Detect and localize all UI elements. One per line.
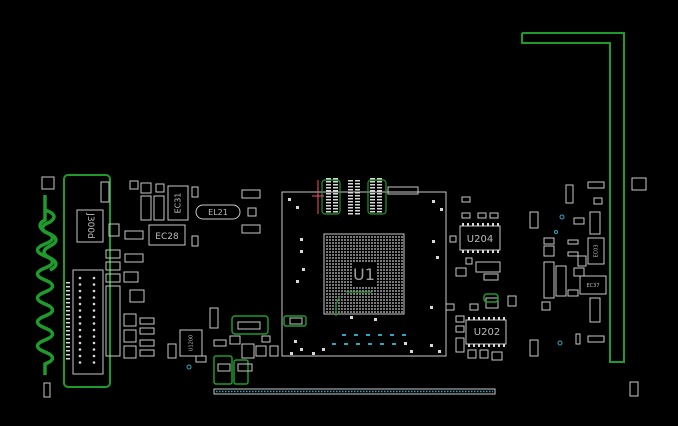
connector-j300d: J300d [66, 209, 104, 375]
edge-connector-strip [213, 388, 496, 395]
svg-text:U202: U202 [474, 327, 500, 338]
component-u204: U204 [459, 223, 501, 253]
u202-trace-ring [483, 293, 499, 303]
component-el21: EL21 [195, 204, 241, 220]
svg-text:EC28: EC28 [155, 232, 179, 242]
svg-text:EC37: EC37 [586, 283, 599, 289]
far-right-components [529, 177, 647, 397]
bottom-left-passives [213, 317, 303, 372]
component-ec03: EC03 [594, 244, 600, 257]
svg-text:EL21: EL21 [208, 208, 228, 217]
left-passives [41, 176, 177, 398]
svg-text:EC03: EC03 [594, 244, 600, 257]
right-passives [445, 196, 517, 361]
bottom-left-traces [213, 315, 307, 385]
far-right-vias [186, 214, 565, 370]
j300d-label: J300d [85, 212, 95, 239]
board-edge-trace [521, 32, 625, 363]
component-ec28: EC28 [148, 224, 186, 246]
u1-label: U1 [353, 265, 375, 284]
svg-text:U204: U204 [467, 234, 493, 245]
antenna-keepout [63, 174, 111, 388]
component-u1200: U1200 [179, 329, 203, 357]
component-ec31: EC31 [167, 185, 189, 221]
component-ec37: EC37 [586, 283, 599, 289]
mid-passives [129, 180, 261, 363]
svg-text:EC31: EC31 [174, 193, 183, 214]
component-u202: U202 [465, 317, 507, 347]
antenna-meander-trace [35, 195, 58, 375]
soc-region: U1 [281, 178, 447, 357]
svg-text:U1200: U1200 [189, 335, 195, 351]
